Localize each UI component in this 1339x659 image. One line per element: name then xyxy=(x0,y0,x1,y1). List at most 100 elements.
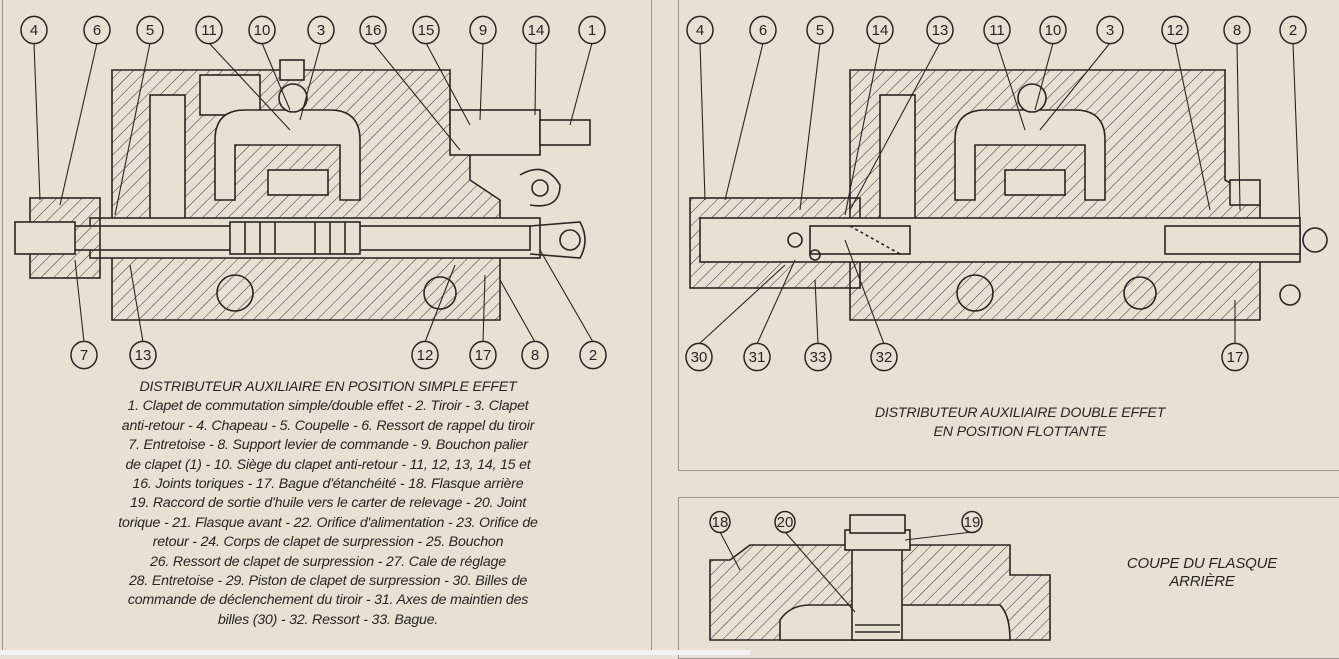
callout-circle xyxy=(20,15,48,45)
callout-circle xyxy=(685,342,713,372)
callout-number: 2 xyxy=(589,347,597,364)
left-figure-caption: DISTRIBUTEUR AUXILIAIRE EN POSITION SIMP… xyxy=(8,378,648,630)
leader-line xyxy=(479,42,484,121)
callout-number: 8 xyxy=(1233,22,1241,39)
callout-number: 4 xyxy=(30,22,38,39)
callout-9: 9 xyxy=(469,15,497,121)
leader-line xyxy=(904,531,973,541)
callout-circle xyxy=(1279,15,1307,45)
leader-line xyxy=(698,264,786,345)
leader-line xyxy=(539,249,594,343)
right-bottom-figure-caption: COUPE DU FLASQUE ARRIÈRE xyxy=(1082,555,1322,591)
callout-5: 5 xyxy=(114,15,164,216)
legend-line: 26. Ressort de clapet de surpression - 2… xyxy=(150,553,506,570)
callout-33: 33 xyxy=(804,279,832,372)
leader-line xyxy=(1034,42,1054,111)
callout-4: 4 xyxy=(686,15,714,201)
callout-number: 12 xyxy=(417,347,434,364)
callout-number: 13 xyxy=(932,22,949,39)
callout-8: 8 xyxy=(1223,15,1251,211)
callout-circle xyxy=(806,15,834,45)
callout-12: 12 xyxy=(411,264,456,370)
leader-line xyxy=(372,42,461,151)
callout-number: 2 xyxy=(1289,22,1297,39)
legend-line: anti-retour - 4. Chapeau - 5. Coupelle -… xyxy=(121,417,535,434)
leader-line xyxy=(59,42,98,206)
callout-number: 17 xyxy=(1227,349,1244,366)
callout-circle xyxy=(129,340,157,370)
leader-line xyxy=(74,259,85,343)
callout-6: 6 xyxy=(59,15,111,206)
legend-line: 16. Joints toriques - 17. Bague d'étanch… xyxy=(132,476,524,493)
callout-circle xyxy=(70,340,98,370)
leader-line xyxy=(534,42,537,116)
callout-circle xyxy=(1221,342,1249,372)
callout-10: 10 xyxy=(1034,15,1067,111)
parts-legend: 1. Clapet de commutation simple/double e… xyxy=(8,397,648,630)
leader-line xyxy=(1236,42,1241,211)
leader-line xyxy=(844,42,881,216)
right-top-figure-panel xyxy=(678,0,1339,471)
leader-line xyxy=(1292,42,1301,226)
callout-circle xyxy=(469,340,497,370)
right-bottom-title-line2: ARRIÈRE xyxy=(1169,573,1235,590)
bottom-strip xyxy=(0,650,750,655)
callout-number: 17 xyxy=(475,347,492,364)
callout-2: 2 xyxy=(1279,15,1307,226)
callout-number: 18 xyxy=(712,514,729,531)
left-figure-title: DISTRIBUTEUR AUXILIAIRE EN POSITION SIMP… xyxy=(139,379,517,395)
right-top-figure-caption: DISTRIBUTEUR AUXILIAIRE DOUBLE EFFET EN … xyxy=(770,404,1270,443)
leader-line xyxy=(719,531,741,571)
callout-circle xyxy=(1161,15,1189,45)
callout-17: 17 xyxy=(469,274,497,370)
callout-14: 14 xyxy=(522,15,550,116)
callout-19: 19 xyxy=(904,510,983,541)
callout-circle xyxy=(774,510,796,534)
callout-circle xyxy=(578,15,606,45)
callout-3: 3 xyxy=(1039,15,1124,131)
leader-line xyxy=(814,279,819,345)
leader-line xyxy=(996,42,1026,131)
callout-6: 6 xyxy=(724,15,777,201)
callout-circle xyxy=(1039,15,1067,45)
leader-line xyxy=(569,42,593,126)
callout-circle xyxy=(248,15,276,45)
callout-number: 11 xyxy=(201,22,217,39)
callout-circle xyxy=(870,342,898,372)
callout-number: 4 xyxy=(696,22,704,39)
callout-10: 10 xyxy=(248,15,291,111)
leader-line xyxy=(114,42,151,216)
legend-line: retour - 24. Corps de clapet de surpress… xyxy=(152,534,504,551)
callout-circle xyxy=(411,340,439,370)
leader-line xyxy=(699,42,706,201)
callout-7: 7 xyxy=(70,259,98,370)
callout-12: 12 xyxy=(1161,15,1211,211)
callout-circle xyxy=(1096,15,1124,45)
callout-circle xyxy=(521,340,549,370)
callout-8: 8 xyxy=(499,279,549,370)
legend-line: 1. Clapet de commutation simple/double e… xyxy=(127,398,529,415)
leader-line xyxy=(129,264,144,343)
callout-15: 15 xyxy=(412,15,471,126)
legend-line: 19. Raccord de sortie d'huile vers le ca… xyxy=(129,495,527,512)
callout-5: 5 xyxy=(799,15,834,211)
leader-line xyxy=(1039,42,1111,131)
callout-number: 3 xyxy=(317,22,325,39)
right-distributor-section xyxy=(689,69,1328,321)
legend-line: torique - 21. Flasque avant - 22. Orific… xyxy=(118,514,538,531)
callout-circle xyxy=(926,15,954,45)
callout-1: 1 xyxy=(569,15,606,126)
right-top-title-line1: DISTRIBUTEUR AUXILIAIRE DOUBLE EFFET xyxy=(874,405,1166,421)
callout-number: 20 xyxy=(777,514,794,531)
leader-line xyxy=(208,42,291,131)
callout-circle xyxy=(749,15,777,45)
callout-number: 31 xyxy=(749,349,766,366)
leader-line xyxy=(799,42,821,211)
leader-line xyxy=(499,279,536,343)
callout-16: 16 xyxy=(359,15,461,151)
callout-number: 1 xyxy=(588,22,596,39)
callout-number: 5 xyxy=(146,22,154,39)
leader-line xyxy=(784,531,856,613)
callout-circle xyxy=(1223,15,1251,45)
